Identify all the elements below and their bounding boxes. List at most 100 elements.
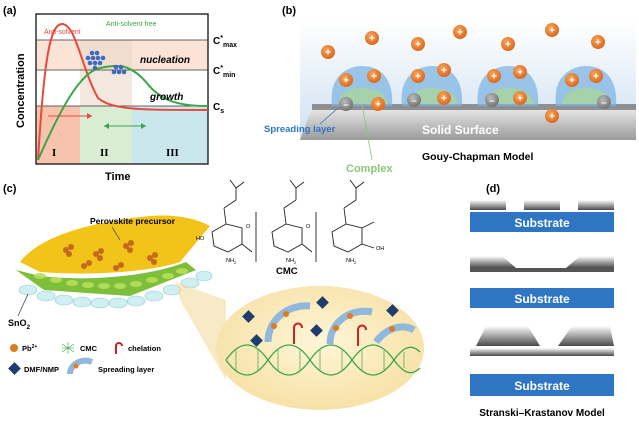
pos-ion: + <box>321 45 335 59</box>
wetting-layer-2 <box>470 268 614 272</box>
cmc-structure <box>211 179 375 262</box>
pos-ion: + <box>411 69 425 83</box>
zoom-connector <box>176 282 226 380</box>
neg-ion: – <box>407 93 421 107</box>
panel-c-legend: Pb2+ CMC chelation DMF/NMP Spreading lay… <box>8 342 161 375</box>
dmf-diamonds <box>242 296 399 347</box>
chem-ho: HO <box>196 236 205 242</box>
cs-label: Cs <box>213 102 224 115</box>
panel-d: (d) Substrate Substrate Substrate Strans… <box>470 183 614 419</box>
pos-ion: + <box>411 37 425 51</box>
chem-nh2-3: NH2 <box>346 258 357 265</box>
perovskite-film <box>20 215 210 274</box>
cmin-label: C*min <box>213 65 235 79</box>
sno2-label: SnO2 <box>8 318 31 331</box>
wetting-layer-3 <box>470 348 614 356</box>
cmc-legend-label: CMC <box>80 344 98 353</box>
neg-ion: – <box>597 95 611 109</box>
stage-3: III <box>166 147 179 159</box>
dmf-legend-icon <box>8 362 21 375</box>
svg-text:+: + <box>325 48 331 59</box>
svg-text:+: + <box>549 112 555 123</box>
zone-1 <box>36 106 80 164</box>
svg-text:+: + <box>369 34 375 45</box>
island-2a <box>470 256 516 268</box>
x-axis-label: Time <box>105 171 130 183</box>
antisolvent-free-label: Anti-solvent free <box>106 21 157 28</box>
pb-legend-icon <box>10 344 18 352</box>
cmc-label: CMC <box>276 266 298 277</box>
pos-ion: + <box>365 31 379 45</box>
green-arrowhead <box>141 123 146 129</box>
pos-ion: + <box>437 91 451 105</box>
zone-3 <box>132 106 208 164</box>
chem-o-2: O <box>306 224 311 230</box>
negative-ions: – – – – <box>339 93 611 111</box>
nuclei-cluster-green <box>111 64 127 75</box>
pos-ion: + <box>339 73 353 87</box>
pos-ion: + <box>437 63 451 77</box>
svg-text:+: + <box>343 76 349 87</box>
svg-text:+: + <box>457 28 463 39</box>
chelation-legend-label: chelation <box>128 344 161 353</box>
pos-ion: + <box>501 37 515 51</box>
spreading-legend-label: Spreading layer <box>98 365 154 374</box>
svg-text:+: + <box>505 40 511 51</box>
neg-ion: – <box>339 97 353 111</box>
cmc-legend-icon <box>61 342 75 354</box>
zoom-view <box>216 286 424 410</box>
svg-text:+: + <box>517 68 523 79</box>
island-1b <box>524 200 560 210</box>
pos-ion: + <box>589 69 603 83</box>
chelation-hooks <box>293 322 367 346</box>
svg-text:+: + <box>517 94 523 105</box>
panel-c: (c) Perovskite precursor SnO2 <box>3 179 424 410</box>
chem-o-1: O <box>246 224 251 230</box>
panel-a: (a) Anti-solvent <box>3 5 237 183</box>
red-arrowhead <box>87 113 92 119</box>
pos-ion: + <box>591 35 605 49</box>
sno2-layer <box>18 270 213 309</box>
pos-ion: + <box>565 73 579 87</box>
antisolvent-free-curve <box>37 64 209 161</box>
panel-d-label: (d) <box>486 183 500 195</box>
growth-label: growth <box>149 92 183 103</box>
pos-ion: + <box>545 109 559 123</box>
svg-text:+: + <box>415 72 421 83</box>
substrate-3 <box>470 374 614 396</box>
svg-text:+: + <box>569 76 575 87</box>
spreading-legend-icon <box>67 357 94 375</box>
panel-b: (b) Solid Surface + + + + + + + + + + <box>264 5 636 175</box>
stage-2: II <box>100 147 109 159</box>
chelation-legend-icon <box>115 342 123 354</box>
perovskite-pointer <box>111 226 121 241</box>
svg-text:+: + <box>441 94 447 105</box>
chem-nh2-2: NH2 <box>286 258 297 265</box>
svg-text:–: – <box>601 98 607 109</box>
perovskite-label: Perovskite precursor <box>90 216 176 226</box>
panel-b-label: (b) <box>282 5 296 17</box>
pos-ion: + <box>487 69 501 83</box>
cmax-label: C*max <box>213 35 237 49</box>
nucleation-label: nucleation <box>140 55 190 66</box>
neg-ion: – <box>485 93 499 107</box>
pos-ion: + <box>371 97 385 111</box>
gouy-chapman-title: Gouy-Chapman Model <box>422 151 534 163</box>
helix-rungs <box>235 350 405 370</box>
svg-text:+: + <box>595 38 601 49</box>
svg-text:–: – <box>411 96 417 107</box>
spreading-arcs <box>264 302 416 345</box>
positive-ions: + + + + + + + + + + + + + + + + + + + <box>321 23 605 123</box>
svg-text:+: + <box>415 40 421 51</box>
svg-text:+: + <box>491 72 497 83</box>
svg-text:–: – <box>489 96 495 107</box>
surface-edge <box>312 104 636 110</box>
spreading-legend-dot <box>73 363 79 369</box>
substrate-2-label: Substrate <box>514 292 570 306</box>
y-axis-label: Concentration <box>15 53 27 128</box>
stranski-krastanov-title: Stranski–Krastanov Model <box>479 408 605 419</box>
green-arrowhead-left <box>104 123 109 129</box>
pb-legend-label: Pb2+ <box>22 344 37 353</box>
svg-text:+: + <box>375 100 381 111</box>
svg-text:+: + <box>593 72 599 83</box>
